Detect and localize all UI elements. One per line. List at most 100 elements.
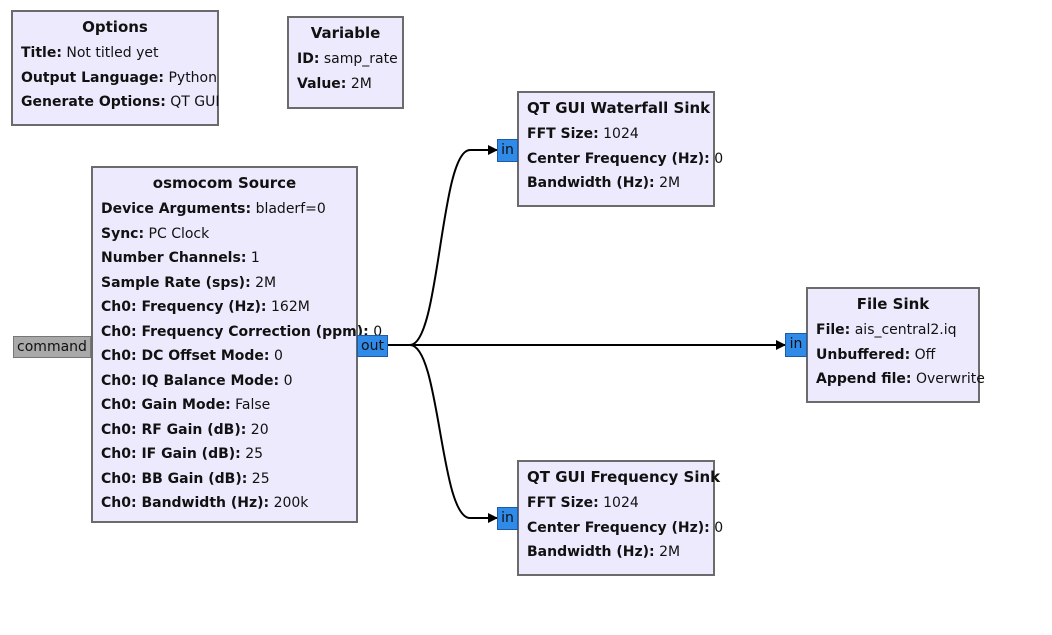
param-value: 162M — [271, 299, 310, 315]
param-key: Ch0: BB Gain (dB): — [101, 470, 248, 487]
param-key: Ch0: Frequency Correction (ppm): — [101, 323, 369, 340]
param-row: Ch0: RF Gain (dB): 20 — [101, 418, 348, 443]
param-row: Sync: PC Clock — [101, 222, 348, 247]
param-row: Ch0: IQ Balance Mode: 0 — [101, 369, 348, 394]
param-value: 0 — [714, 519, 724, 536]
param-key: Unbuffered: — [816, 346, 911, 363]
param-row: Sample Rate (sps): 2M — [101, 271, 348, 296]
param-key: Ch0: DC Offset Mode: — [101, 348, 270, 364]
param-key: Append file: — [816, 371, 912, 387]
param-key: Center Frequency (Hz): — [527, 150, 710, 167]
param-value: Overwrite — [915, 371, 985, 387]
param-row: Bandwidth (Hz): 2M — [527, 171, 705, 196]
param-row: Number Channels: 1 — [101, 246, 348, 271]
param-key: Device Arguments: — [101, 201, 252, 217]
param-key: File: — [816, 322, 851, 338]
param-row: Ch0: Gain Mode: False — [101, 393, 348, 418]
param-value: 1024 — [603, 495, 639, 511]
param-value: 2M — [255, 274, 277, 291]
param-value: ais_central2.iq — [854, 322, 957, 338]
param-key: Ch0: IQ Balance Mode: — [101, 372, 280, 389]
param-value: 2M — [659, 544, 681, 560]
param-value: bladerf=0 — [255, 201, 326, 217]
connection-out-to-waterfall[interactable] — [387, 145, 498, 346]
block-title: osmocom Source — [152, 174, 297, 192]
param-key: Ch0: IF Gain (dB): — [101, 446, 241, 462]
param-value: Not titled yet — [66, 45, 159, 61]
param-key: FFT Size: — [527, 495, 599, 511]
param-value: 2M — [659, 175, 681, 191]
param-key: FFT Size: — [527, 126, 599, 142]
param-value: 200k — [273, 495, 309, 511]
param-row: FFT Size: 1024 — [527, 122, 705, 147]
param-value: 1024 — [603, 126, 639, 142]
block-title: File Sink — [856, 295, 930, 313]
param-value: 25 — [245, 446, 264, 462]
param-key: Ch0: Gain Mode: — [101, 397, 231, 413]
param-row: Append file: Overwrite — [816, 367, 985, 392]
connection-out-to-frequency-sink[interactable] — [387, 344, 498, 523]
param-value: 25 — [251, 470, 270, 487]
param-key: Bandwidth (Hz): — [527, 175, 655, 191]
param-row: ID: samp_rate — [297, 47, 398, 72]
file-sink-in-port[interactable]: in — [785, 333, 807, 357]
block-title: QT GUI Waterfall Sink — [527, 99, 711, 117]
param-row: Ch0: Bandwidth (Hz): 200k — [101, 491, 348, 516]
param-row: Center Frequency (Hz): 0 — [527, 516, 723, 541]
param-value: PC Clock — [148, 225, 210, 242]
param-row: Center Frequency (Hz): 0 — [527, 147, 723, 172]
param-value: 20 — [250, 421, 269, 438]
param-row: Ch0: Frequency Correction (ppm): 0 — [101, 320, 382, 345]
param-row: Ch0: BB Gain (dB): 25 — [101, 467, 348, 492]
param-row: Value: 2M — [297, 72, 394, 97]
param-key: Center Frequency (Hz): — [527, 519, 710, 536]
param-key: Bandwidth (Hz): — [527, 544, 655, 560]
param-key: Ch0: Bandwidth (Hz): — [101, 495, 270, 511]
param-key: Output Language: — [21, 69, 165, 86]
param-value: 0 — [373, 323, 383, 340]
param-value: 1 — [250, 250, 260, 266]
param-key: Number Channels: — [101, 250, 247, 266]
param-key: Title: — [21, 45, 62, 61]
param-key: Sample Rate (sps): — [101, 274, 251, 291]
param-row: Output Language: Python — [21, 66, 217, 91]
command-port[interactable]: command — [13, 336, 91, 358]
param-row: Title: Not titled yet — [21, 41, 209, 66]
frequency-in-port[interactable]: in — [497, 507, 518, 530]
param-value: 0 — [283, 372, 293, 389]
param-value: 0 — [273, 348, 283, 364]
param-row: Unbuffered: Off — [816, 343, 970, 368]
param-key: Sync: — [101, 225, 145, 242]
param-value: Off — [914, 346, 936, 363]
block-title: Variable — [310, 24, 381, 42]
param-row: Ch0: DC Offset Mode: 0 — [101, 344, 348, 369]
param-row: FFT Size: 1024 — [527, 491, 705, 516]
block-title: Options — [82, 18, 148, 36]
osmocom-source-block[interactable]: osmocom Source Device Arguments: bladerf… — [91, 166, 382, 523]
param-key: Generate Options: — [21, 94, 166, 110]
param-row: Ch0: Frequency (Hz): 162M — [101, 295, 348, 320]
param-value: False — [235, 397, 271, 413]
param-value: QT GUI — [170, 94, 220, 110]
source-out-port[interactable]: out — [357, 335, 388, 357]
waterfall-in-port[interactable]: in — [497, 139, 518, 162]
param-value: Python — [168, 69, 217, 86]
param-row: Ch0: IF Gain (dB): 25 — [101, 442, 348, 467]
param-key: Ch0: RF Gain (dB): — [101, 421, 247, 438]
param-key: Value: — [297, 75, 347, 92]
param-row: File: ais_central2.iq — [816, 318, 970, 343]
param-key: ID: — [297, 51, 320, 67]
block-title: QT GUI Frequency Sink — [527, 468, 721, 486]
